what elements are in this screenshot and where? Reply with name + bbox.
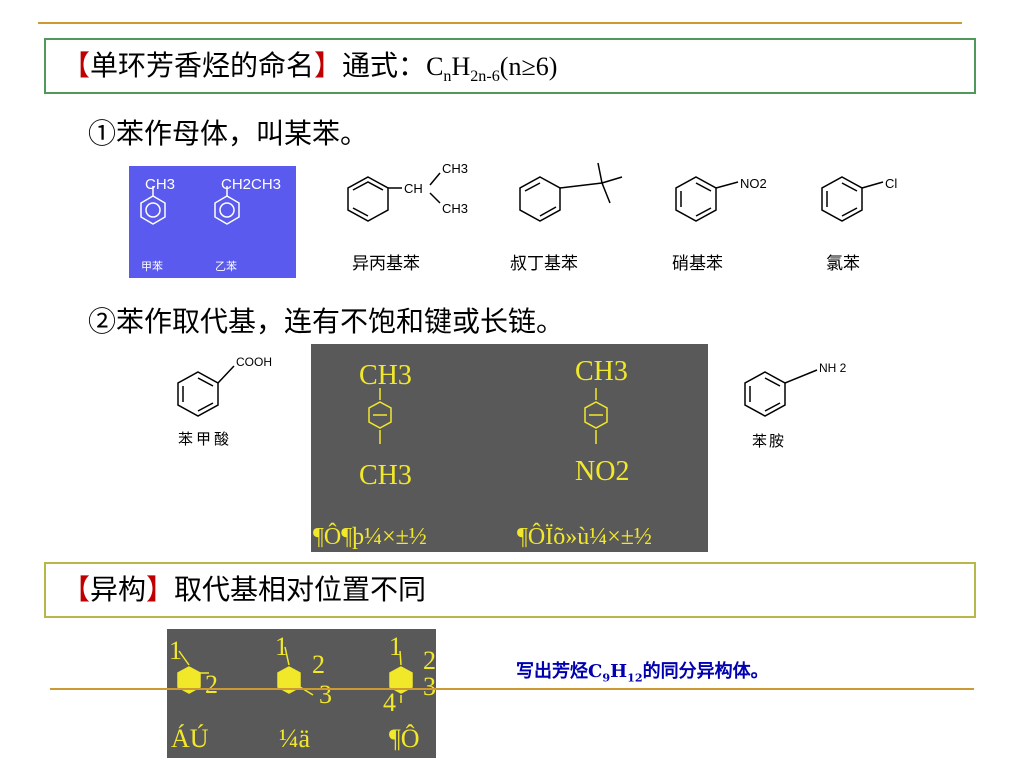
chloro-group: Cl (885, 176, 897, 191)
cumene-ch: CH (404, 181, 423, 196)
meta-label: ¼ä (279, 724, 311, 753)
ethylbenzene-name: 乙苯 (215, 259, 237, 273)
cumene-ring (347, 176, 389, 222)
pxylene-ring (368, 401, 392, 429)
para-n1: 1 (389, 632, 402, 661)
cumene-ch3-top: CH3 (442, 161, 468, 176)
para-n4: 4 (383, 688, 396, 717)
bracket-open: 【 (62, 49, 91, 82)
para-n3: 3 (423, 672, 436, 701)
ortho-n2: 2 (205, 670, 218, 699)
ethylbenzene-ring-circle (219, 202, 235, 218)
benzoic-acid-group: COOH (236, 355, 272, 369)
formula-prefix: 通式： (342, 49, 427, 82)
ortho-n1: 1 (169, 636, 182, 665)
pxylene-top-group: CH3 (359, 360, 412, 391)
point-2: ②苯作取代基，连有不饱和键或长链。 (88, 305, 565, 338)
benzoic-acid-name: 苯甲酸 (178, 430, 233, 448)
para-structures-svg: CH3 CH3 CH3 NO2 ¶Ô¶þ¼×±½ ¶ÔÏõ»ù¼×±½ (313, 356, 652, 550)
aniline-group: NH 2 (819, 361, 847, 375)
cumene-ch3-bottom: CH3 (442, 201, 468, 216)
isomer-structures-svg: 1 2 ÁÚ 1 2 3 ¼ä 1 2 3 4 ¶Ô (169, 632, 436, 753)
meta-n2: 2 (312, 650, 325, 679)
aniline-name: 苯胺 (752, 432, 787, 450)
meta-n3: 3 (319, 680, 332, 709)
heading-text: 取代基相对位置不同 (174, 573, 427, 606)
bottom-rule (50, 688, 974, 690)
toluene-ring (140, 195, 166, 225)
para-n2: 2 (423, 646, 436, 675)
heading-title: 单环芳香烃的命名 (90, 49, 315, 82)
bracket-open: 【 (62, 573, 91, 606)
toluene-name: 甲苯 (141, 259, 163, 273)
ortho-label: ÁÚ (171, 724, 209, 753)
aniline-svg: NH 2 (744, 361, 847, 417)
gray-panel-para (311, 344, 708, 552)
general-formula: CnH2n-6(n≥6) (426, 52, 558, 86)
pnitrotoluene-top-group: CH3 (575, 356, 628, 387)
gray-panel-isomers (167, 629, 436, 758)
cumene-name: 异丙基苯 (352, 254, 420, 274)
ethylbenzene-group: CH2CH3 (221, 176, 281, 193)
chlorobenzene-name: 氯苯 (826, 254, 860, 274)
nitro-group: NO2 (740, 176, 767, 191)
heading-box-naming (44, 38, 976, 94)
heading-isomers: 【异构】取代基相对位置不同 (62, 562, 426, 618)
toluene-ring-circle (145, 202, 161, 218)
simple-benzenes-svg: CH3 CH2CH3 甲苯 乙苯 (140, 176, 281, 273)
nitrobenzene-name: 硝基苯 (672, 254, 723, 274)
para-label: ¶Ô (389, 724, 420, 753)
toluene-group: CH3 (145, 176, 175, 193)
pxylene-bottom-group: CH3 (359, 460, 412, 491)
bracket-close: 】 (314, 49, 343, 82)
heading-naming: 【单环芳香烃的命名】通式：CnH2n-6(n≥6) (62, 38, 557, 105)
pnitrotoluene-ring (584, 401, 608, 429)
row1-structures-svg: CH CH3 CH3 NO2 Cl (347, 161, 897, 222)
pnitrotoluene-name: ¶ÔÏõ»ù¼×±½ (517, 523, 652, 550)
top-rule (38, 22, 962, 24)
bracket-close: 】 (146, 573, 175, 606)
point-1: ①苯作母体，叫某苯。 (88, 117, 369, 150)
pnitrotoluene-bottom-group: NO2 (575, 456, 629, 487)
heading-box-isomers (44, 562, 976, 618)
benzoic-acid-svg: COOH (177, 355, 272, 417)
ethylbenzene-ring (214, 195, 240, 225)
exercise-note: 写出芳烃C9H12的同分异构体。 (516, 661, 769, 685)
meta-n1: 1 (275, 632, 288, 661)
tbutylbenzene-name: 叔丁基苯 (510, 254, 578, 274)
pxylene-name: ¶Ô¶þ¼×±½ (313, 523, 427, 550)
heading-title: 异构 (90, 573, 147, 606)
